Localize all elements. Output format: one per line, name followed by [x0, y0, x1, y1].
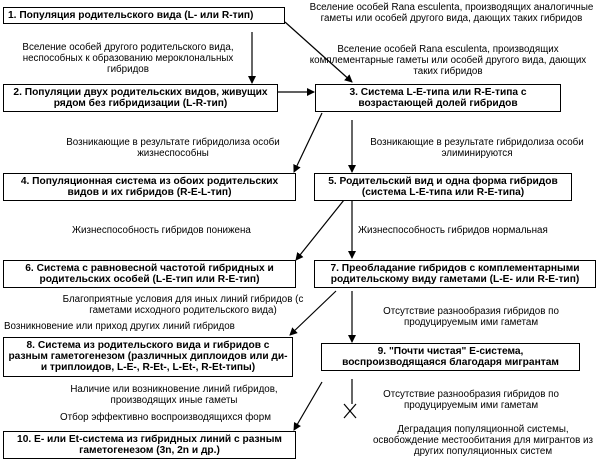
label-effective-selection: Отбор эффективно воспроизводящихся форм — [60, 412, 271, 423]
label-hybridolysis-eliminated: Возникающие в результате гибридолиза осо… — [370, 137, 584, 159]
arrow-7-to-8 — [289, 290, 337, 336]
label-system-degradation: Деградация популяционной системы, освобо… — [372, 424, 594, 457]
arrow-3-to-4 — [293, 112, 323, 173]
arrow-1-to-3 — [284, 21, 353, 83]
label-no-gamete-diversity-2: Отсутствие разнообразия гибридов по прод… — [383, 389, 559, 411]
label-no-gamete-diversity-1: Отсутствие разнообразия гибридов по прод… — [383, 306, 559, 328]
node-8: 8. Система из родительского вида и гибри… — [3, 337, 293, 377]
label-other-gamete-lines: Наличие или возникновение линий гибридов… — [70, 384, 278, 406]
label-immigration-complementary-gametes: Вселение особей Rana esculenta, производ… — [309, 44, 587, 77]
label-favorable-conditions: Благоприятные условия для иных линий гиб… — [62, 294, 304, 316]
arrow-9-to-10 — [293, 381, 323, 431]
node-6: 6. Система с равновесной частотой гибрид… — [3, 260, 296, 288]
node-7: 7. Преобладание гибридов с комплементарн… — [314, 260, 596, 288]
node-4: 4. Популяционная система из обоих родите… — [3, 173, 296, 201]
node-9: 9. "Почти чистая" E-система, воспроизвод… — [321, 343, 580, 371]
label-immigration-analogous-gametes: Вселение особей Rana esculenta, производ… — [309, 2, 594, 24]
arrow-5-to-6 — [295, 199, 345, 261]
node-1: 1. Популяция родительского вида (L- или … — [3, 7, 285, 24]
node-5: 5. Родительский вид и одна форма гибридо… — [314, 173, 572, 201]
label-normal-viability: Жизнеспособность гибридов нормальная — [358, 225, 548, 236]
node-3: 3. Система L-E-типа или R-E-типа с возра… — [315, 84, 561, 112]
node-10: 10. E- или Et-система из гибридных линий… — [3, 431, 296, 459]
label-immigration-other-species: Вселение особей другого родительского ви… — [22, 42, 234, 75]
label-hybridolysis-viable: Возникающие в результате гибридолиза осо… — [66, 137, 280, 159]
label-reduced-viability: Жизнеспособность гибридов понижена — [72, 225, 251, 236]
node-2: 2. Популяции двух родительских видов, жи… — [3, 84, 278, 112]
cross-mark-b — [343, 403, 357, 419]
label-new-hybrid-lines: Возникновение или приход других линий ги… — [4, 321, 235, 332]
